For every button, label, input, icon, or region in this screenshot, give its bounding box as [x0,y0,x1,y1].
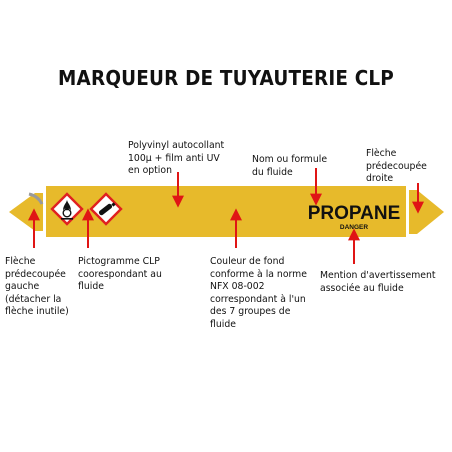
annotation-pictogram: Pictogramme CLP coorespondant au fluide [78,256,162,292]
annotation-warning: Mention d'avertissement associée au flui… [320,270,436,294]
product-name: PROPANE [308,203,401,224]
annotation-fluid-name: Nom ou formule du fluide [252,154,328,178]
gas-cylinder-icon [89,192,123,226]
annotation-left-arrow: Flèche prédecoupée gauche (détacher la f… [5,256,69,317]
right-arrow-tab [409,190,444,234]
annotation-right-arrow: Flèche prédecoupée droite [366,148,427,184]
left-cut-line [28,192,44,205]
title: MARQUEUR DE TUYAUTERIE CLP [58,66,394,90]
signal-word: DANGER [340,224,368,231]
annotation-background: Couleur de fond conforme à la norme NFX … [210,256,307,330]
flame-over-circle-icon [50,192,84,226]
annotation-vinyl: Polyvinyl autocollant 100µ + film anti U… [128,140,225,176]
